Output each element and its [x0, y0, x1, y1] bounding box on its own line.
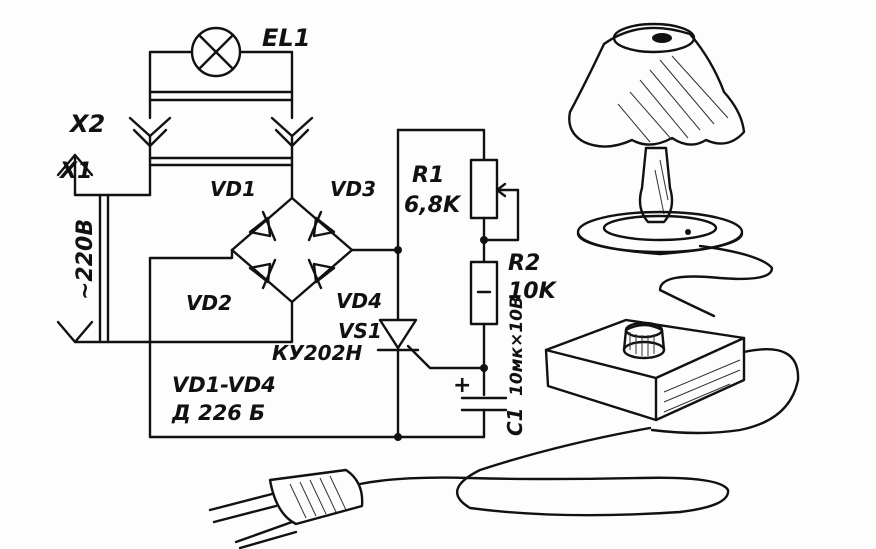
label-r2: R2 [508, 251, 540, 276]
diode-bridge [148, 193, 400, 439]
label-vd-type: Д 226 Б [171, 401, 265, 425]
label-vd2: VD2 [186, 291, 232, 315]
wire-lamp-left [148, 50, 194, 120]
label-vs1: VS1 [338, 319, 382, 343]
label-c1-plus: + [453, 373, 471, 398]
label-vd1: VD1 [210, 177, 256, 201]
resistor-r2 [469, 260, 499, 397]
label-c1-value: 10мк×10В [507, 296, 527, 396]
label-vs1-type: КУ202Н [272, 341, 363, 365]
label-vd3: VD3 [330, 177, 376, 201]
thyristor-vs1 [376, 128, 486, 441]
label-x2: X2 [68, 110, 105, 138]
wire-lamp-right [238, 50, 294, 120]
x1-connector [56, 153, 152, 344]
x2-connector-right [270, 116, 314, 197]
wire-top-right [396, 128, 486, 162]
plug-cord-illustration [208, 426, 730, 549]
label-x1: X1 [58, 159, 92, 184]
label-vd4: VD4 [336, 289, 382, 313]
label-mains-voltage: ~220B [73, 219, 98, 300]
table-lamp-illustration [568, 22, 774, 318]
resistor-r1 [469, 158, 520, 264]
label-vd-range: VD1-VD4 [172, 373, 276, 397]
label-r1: R1 [412, 163, 444, 188]
label-c1: C1 [503, 407, 527, 436]
label-r2-value: 10K [508, 279, 558, 304]
lamp-el1-symbol [190, 26, 242, 78]
label-r1-value: 6,8K [404, 193, 462, 218]
x2-connector-left [128, 116, 172, 197]
dimmer-box-illustration [544, 318, 800, 435]
label-el1: EL1 [262, 24, 310, 52]
capacitor-c1 [460, 396, 508, 439]
